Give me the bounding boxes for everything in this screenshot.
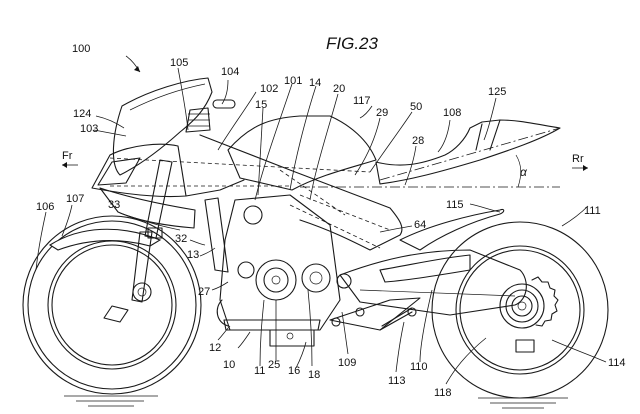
seat-tail — [375, 119, 561, 185]
ref-18: 18 — [308, 369, 321, 381]
ref-32: 32 — [175, 233, 188, 245]
ref-100: 100 — [72, 43, 91, 55]
ref-28: 28 — [412, 135, 425, 147]
ref-14: 14 — [309, 77, 322, 89]
ref-113: 113 — [388, 375, 406, 387]
handlebar — [185, 99, 236, 133]
ref-125: 125 — [488, 86, 507, 98]
ref-20: 20 — [333, 83, 346, 95]
engine — [216, 194, 352, 347]
ref-107: 107 — [66, 193, 85, 205]
frame — [185, 134, 403, 273]
ref-64: 64 — [414, 219, 427, 231]
ref-115: 115 — [446, 199, 464, 211]
ref-105: 105 — [170, 57, 189, 69]
ref-109: 109 — [338, 357, 357, 369]
reference-lines — [109, 154, 560, 188]
ref-110: 110 — [410, 361, 428, 373]
ref-117: 117 — [353, 95, 371, 107]
ref-50: 50 — [410, 101, 423, 113]
ref-16: 16 — [288, 365, 301, 377]
ref-106: 106 — [36, 201, 55, 213]
ref-101: 101 — [284, 75, 303, 87]
ground-lines — [64, 395, 568, 409]
ref-104: 104 — [221, 66, 240, 78]
rear-wheel — [431, 221, 609, 399]
ref-102: 102 — [260, 83, 279, 95]
ref-27: 27 — [198, 286, 211, 298]
front-direction-label: Fr — [62, 150, 73, 162]
ref-10: 10 — [223, 359, 236, 371]
ref-13: 13 — [187, 249, 200, 261]
leader-lines — [35, 55, 607, 385]
ref-12: 12 — [209, 342, 222, 354]
arrow-icon — [134, 66, 140, 72]
ref-124: 124 — [73, 108, 92, 120]
rear-direction-label: Rr — [572, 153, 584, 165]
figure-title: FIG.23 — [326, 34, 378, 53]
linkage — [329, 297, 421, 331]
swingarm — [339, 249, 527, 316]
rear-fender — [399, 208, 505, 251]
ref-111: 111 — [584, 205, 601, 217]
ref-29: 29 — [376, 107, 389, 119]
ref-118: 118 — [434, 387, 452, 399]
ref-114: 114 — [608, 357, 626, 369]
ref-25: 25 — [268, 359, 281, 371]
ref-15: 15 — [255, 99, 268, 111]
fuel-tank — [227, 115, 377, 191]
ref-103: 103 — [80, 123, 99, 135]
front-fender — [48, 228, 162, 251]
ref-108: 108 — [443, 107, 462, 119]
ref-11: 11 — [254, 365, 266, 377]
direction-arrows — [62, 162, 588, 171]
ref-33: 33 — [108, 199, 121, 211]
angle-label: α — [520, 165, 527, 179]
